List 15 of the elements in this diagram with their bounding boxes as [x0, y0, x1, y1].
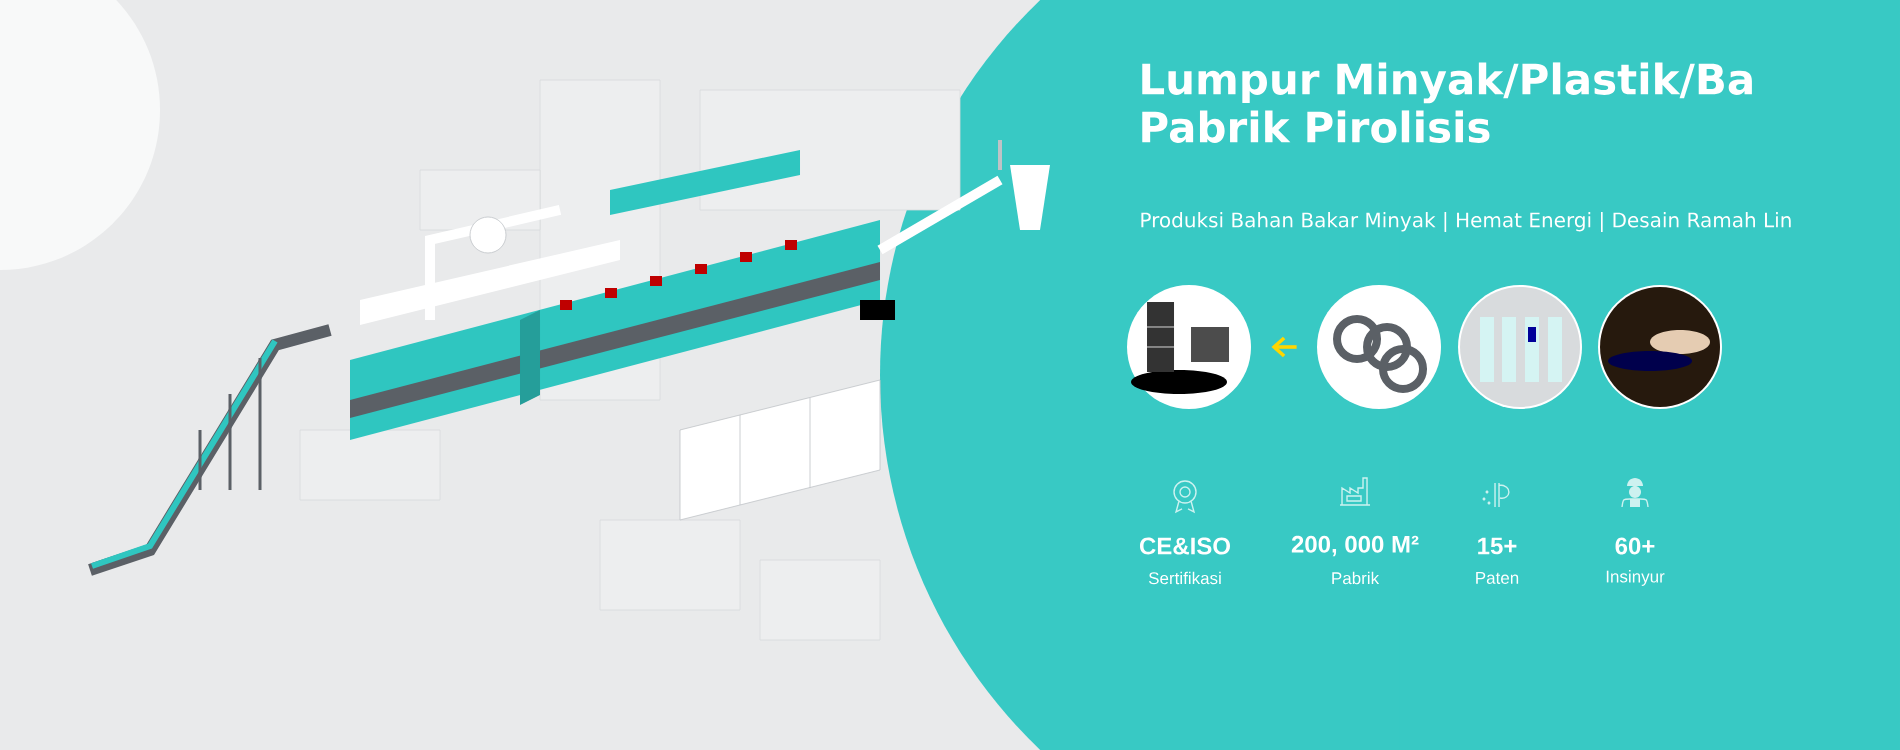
oil-barrels-photo [1127, 285, 1251, 409]
tires-photo [1317, 285, 1441, 409]
stat-value: 15+ [1478, 537, 1517, 555]
stat-value: 200, 000 M² [1291, 535, 1419, 557]
subtitle: Produksi Bahan Bakar Minyak | Hemat Energi | Desain Ramah Lin [1141, 211, 1791, 232]
stat-caption: Paten [1476, 572, 1519, 584]
arrow [1271, 336, 1297, 358]
stat-caption: Insinyur [1606, 570, 1665, 586]
stat-value: 60+ [1615, 537, 1655, 555]
stat-caption: Sertifikasi [1148, 571, 1221, 585]
oil-sludge-photo [1598, 285, 1722, 409]
plastic-bottles-photo [1458, 285, 1582, 409]
stat-caption: Pabrik [1332, 571, 1380, 585]
stat-value: CE&ISO [1140, 537, 1230, 555]
title: Lumpur Minyak/Plastik/Ba Pabrik Pirolisis [1142, 62, 1752, 143]
